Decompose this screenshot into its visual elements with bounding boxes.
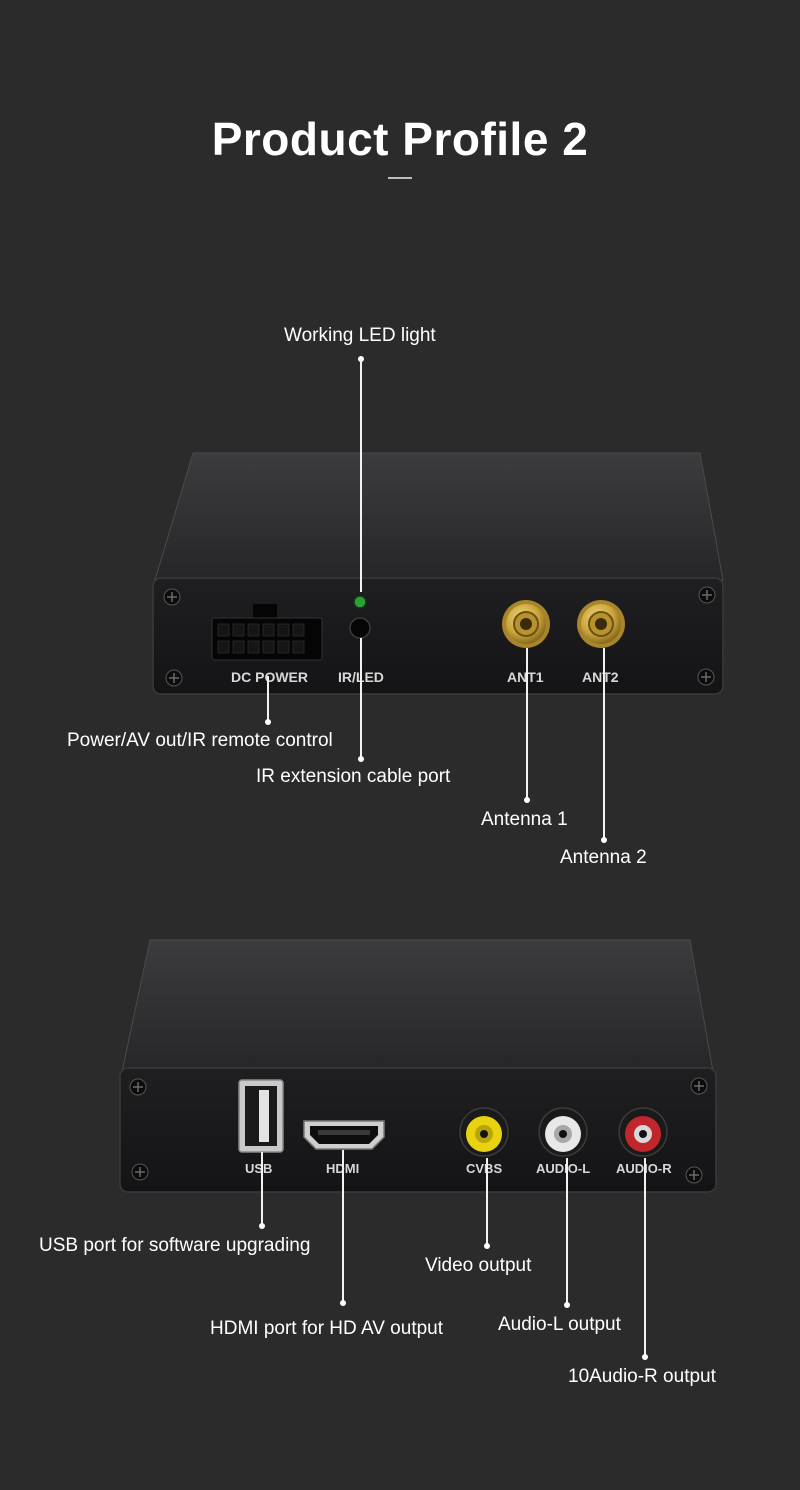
port-label-audio-r: AUDIO-R [616,1161,672,1176]
hdmi-port-icon [303,1120,385,1150]
cvbs-jack-icon [459,1107,509,1157]
antenna1-connector-icon [502,600,550,648]
callout-dot [265,719,271,725]
callout-led: Working LED light [284,325,436,346]
callout-dot [340,1300,346,1306]
callout-leader [342,1150,344,1305]
callout-leader [360,638,362,760]
port-label-audio-l: AUDIO-L [536,1161,591,1176]
callout-dot [564,1302,570,1308]
callout-dot [259,1223,265,1229]
callout-antenna2: Antenna 2 [560,847,647,868]
callout-dot [524,797,530,803]
callout-hdmi: HDMI port for HD AV output [210,1318,444,1339]
audio-r-jack-icon [618,1107,668,1157]
callout-leader [603,648,605,840]
port-label-ant2: ANT2 [582,669,619,685]
antenna2-connector-icon [577,600,625,648]
callout-leader [644,1158,646,1356]
page-title: Product Profile 2 [211,113,589,165]
led-indicator-icon [353,595,367,609]
port-label-dc-power: DC POWER [231,669,308,685]
callout-audio-l: Audio-L output [498,1314,621,1335]
callout-video: Video output [425,1255,532,1276]
audio-l-jack-icon [538,1107,588,1157]
callout-dot [642,1354,648,1360]
dc-power-connector-icon [211,604,323,661]
callout-antenna1: Antenna 1 [481,809,568,830]
usb-port-icon [238,1079,284,1153]
callout-leader [267,676,269,723]
callout-dot [601,837,607,843]
port-label-ant1: ANT1 [507,669,544,685]
title-underline [388,177,412,179]
callout-usb: USB port for software upgrading [39,1235,311,1256]
callout-dot [358,756,364,762]
callout-leader [261,1152,263,1226]
callout-ir: IR extension cable port [256,766,451,787]
callout-leader [566,1158,568,1306]
ir-port-icon [349,617,371,639]
port-label-usb: USB [245,1161,273,1176]
callout-audio-r: 10Audio-R output [568,1366,716,1387]
callout-leader [486,1158,488,1246]
callout-power: Power/AV out/IR remote control [67,730,333,751]
callout-leader [526,648,528,800]
callout-dot [484,1243,490,1249]
callout-leader [360,358,362,592]
port-label-cvbs: CVBS [466,1161,503,1176]
rear-device [119,939,717,1193]
front-device [152,452,724,695]
